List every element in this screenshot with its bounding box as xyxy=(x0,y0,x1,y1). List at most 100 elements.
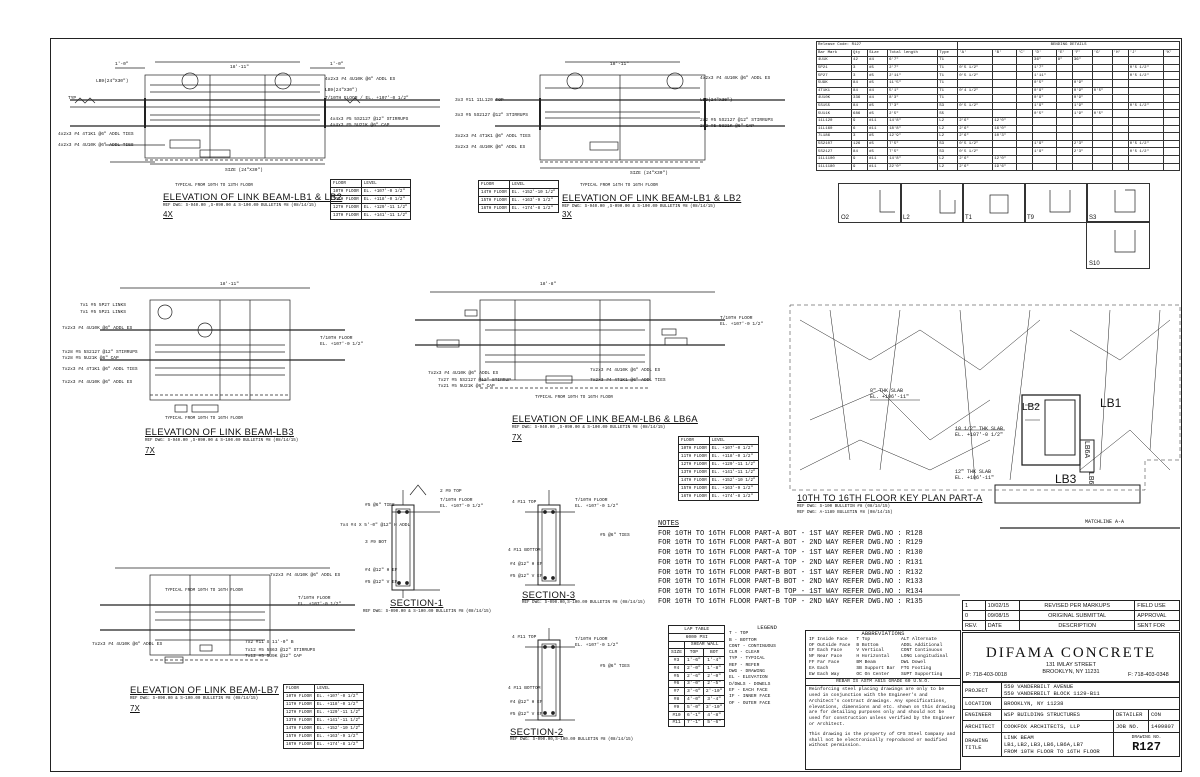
table-cell xyxy=(1162,147,1181,156)
table-cell: 10TH FLOOR xyxy=(678,444,710,453)
table-cell: 6 xyxy=(851,124,869,134)
table-cell: 11L1180 xyxy=(815,162,853,172)
table-cell: EL. +107'-0 1/2" xyxy=(313,692,364,701)
elevation-ref: REF DWG: S-090.00 & S-100.00 BULLETIN #8… xyxy=(130,697,259,701)
elevation-title: ELEVATION OF LINK BEAM-LB7 xyxy=(130,685,279,696)
table-cell xyxy=(1091,162,1113,172)
table-cell: EL. +129'-11 1/2" xyxy=(313,708,364,717)
legend-item: OF - OUTER FACE xyxy=(729,700,771,706)
rebar-callout: #5 @12" V EF xyxy=(365,580,398,585)
table-cell: 0'5 1/2" xyxy=(957,147,994,156)
table-cell xyxy=(1162,71,1181,80)
table-cell: 3 xyxy=(851,71,869,80)
table-cell xyxy=(1091,94,1113,103)
rebar-callout: T/10TH FLOOR xyxy=(298,596,331,601)
table-cell: 2'3" xyxy=(1071,139,1093,149)
table-cell xyxy=(1055,63,1073,73)
revision-cell: ORIGINAL SUBMITTAL xyxy=(1019,610,1136,621)
project-label: PROJECT xyxy=(962,682,1002,698)
table-cell xyxy=(1111,86,1129,96)
rebar-callout: 4x2x3 #4 4U10K @6" ADDL ES xyxy=(700,76,771,81)
table-cell: 2'-0" xyxy=(702,671,726,681)
table-cell xyxy=(1111,124,1129,134)
table-cell: 2'6" xyxy=(957,154,994,164)
table-cell: EL. +129'-11 1/2" xyxy=(360,203,411,212)
drawing-title-line: LINK BEAM LB1,LB2,LB3,LB6,LB6A,LB7 xyxy=(1004,733,1084,748)
rebar-callout: 4 #11 BOTTOM xyxy=(508,686,541,691)
table-cell: 22'0" xyxy=(887,162,939,172)
rebar-callout: EL. +107'-0 1/2" xyxy=(440,504,484,509)
rebar-callout: #5 @12" V EF xyxy=(510,712,543,717)
section-2-drawing xyxy=(525,628,575,721)
table-cell: 0'5 1/2" xyxy=(957,63,994,73)
table-cell: 10'3" xyxy=(992,132,1017,141)
table-cell: L2 xyxy=(937,132,959,141)
company-name: DIFAMA CONCRETE xyxy=(985,645,1157,661)
table-cell: EL. +152'-10 1/2" xyxy=(313,724,364,733)
matchline-label: MATCHLINE A-A xyxy=(1085,519,1125,525)
abbreviation-item: OF Outside Face xyxy=(809,642,851,648)
table-cell: 11L120 xyxy=(815,116,853,126)
rebar-callout: 2x2 #5 5U21K @6" CAP xyxy=(700,124,755,129)
table-header: FLOOR xyxy=(478,180,510,189)
architect-value: COOKFOX ARCHITECTS, LLP xyxy=(1001,720,1114,733)
rebar-callout: 2 #9 TOP xyxy=(440,489,462,494)
table-header: TOP xyxy=(684,648,704,658)
table-cell: 5'-0" xyxy=(684,702,704,712)
table-cell xyxy=(1127,132,1164,141)
shape-label: T1 xyxy=(965,215,973,221)
table-cell: #5 xyxy=(867,101,889,111)
table-cell xyxy=(1055,86,1073,96)
table-cell: EL. +174'-8 1/2" xyxy=(508,204,559,213)
key-plan-ref: REF DWG: A-1189 BULLETIN #8 (08/14/15) xyxy=(797,511,893,515)
table-cell xyxy=(1162,124,1181,134)
table-cell: 5P21 xyxy=(815,63,853,73)
table-cell xyxy=(1111,139,1129,149)
table-cell xyxy=(1091,154,1113,164)
table-cell: 5U11K xyxy=(815,109,853,118)
dimension: SIZE (24"X30") xyxy=(225,168,263,173)
table-header: BOT xyxy=(702,648,726,658)
table-cell xyxy=(1055,154,1073,164)
dimension: 18'-11" xyxy=(610,62,629,67)
project-line: 550 VANDERBILT AVENUE xyxy=(1004,683,1074,690)
table-cell xyxy=(1015,124,1034,134)
key-plan-slab-el: EL. +106'-11" xyxy=(870,394,910,400)
table-cell xyxy=(1127,124,1164,134)
legend-item: D/DWLS - DOWELS xyxy=(729,681,771,687)
disclaimer-note: Reinforcing steel placing drawings are o… xyxy=(809,687,956,727)
table-cell xyxy=(1032,162,1057,172)
table-cell: 0'9" xyxy=(1032,86,1057,96)
rebar-callout: T/10TH FLOOR xyxy=(320,336,353,341)
table-cell: 5'1" xyxy=(887,86,939,96)
table-header: 'B' xyxy=(992,48,1017,58)
table-cell: #8 xyxy=(667,695,686,704)
table-cell: 12'0" xyxy=(992,116,1017,126)
table-cell xyxy=(1091,132,1113,141)
table-cell: 8'3" xyxy=(887,94,939,103)
table-cell xyxy=(1162,132,1181,141)
legend-item: DWG - DRAWING xyxy=(729,669,765,675)
rebar-callout: TYP xyxy=(68,96,77,101)
table-cell xyxy=(1071,71,1093,80)
revision-cell: REV. xyxy=(962,620,986,631)
table-header: 'E' xyxy=(1055,48,1073,58)
key-plan-lb3: LB3 xyxy=(1055,472,1077,486)
rebar-callout: 7x1 #5 5P21 LINKS xyxy=(80,310,126,315)
table-cell xyxy=(1162,63,1181,73)
table-cell xyxy=(1111,71,1129,80)
key-plan-lb6: LB6 xyxy=(1087,472,1094,485)
